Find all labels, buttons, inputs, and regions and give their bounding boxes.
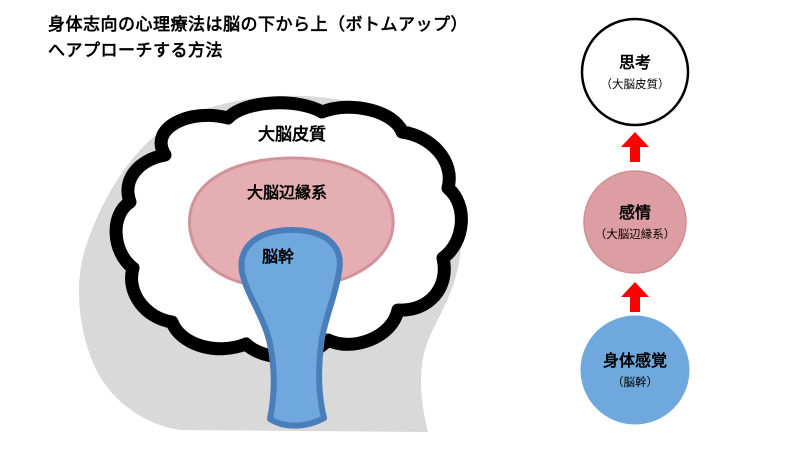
body-sensation-circle [580, 315, 690, 425]
flow-column: 思考 （大脳皮質） 感情 （大脳辺縁系） 身体感覚 （脳幹） [580, 17, 690, 425]
thinking-circle [580, 17, 690, 127]
brainstem-shape [238, 227, 343, 429]
page-title: 身体志向の心理療法は脳の下から上（ボトムアップ） へアプローチする方法 [48, 12, 468, 65]
up-arrow-icon [621, 132, 649, 162]
title-line-2: へアプローチする方法 [48, 41, 223, 61]
thinking-label: 思考 [619, 53, 651, 72]
flow-node-body-sensation: 身体感覚 （脳幹） [580, 315, 690, 425]
title-line-1: 身体志向の心理療法は脳の下から上（ボトムアップ） [48, 15, 468, 34]
up-arrow-icon [621, 282, 649, 312]
brain-diagram: 大脳皮質 大脳辺縁系 脳幹 [78, 95, 468, 433]
brainstem-label: 脳幹 [262, 247, 295, 266]
flow-node-thinking: 思考 （大脳皮質） [580, 17, 690, 127]
emotion-label: 感情 [619, 203, 651, 222]
thinking-sublabel: （大脳皮質） [601, 77, 670, 91]
emotion-circle [583, 170, 687, 274]
body-sensation-sublabel: （脳幹） [612, 375, 658, 389]
limbic-label: 大脳辺縁系 [247, 183, 327, 202]
body-sensation-label: 身体感覚 [603, 351, 667, 370]
cortex-label: 大脳皮質 [258, 124, 326, 144]
emotion-sublabel: （大脳辺縁系） [595, 227, 676, 241]
flow-node-emotion: 感情 （大脳辺縁系） [583, 170, 687, 274]
